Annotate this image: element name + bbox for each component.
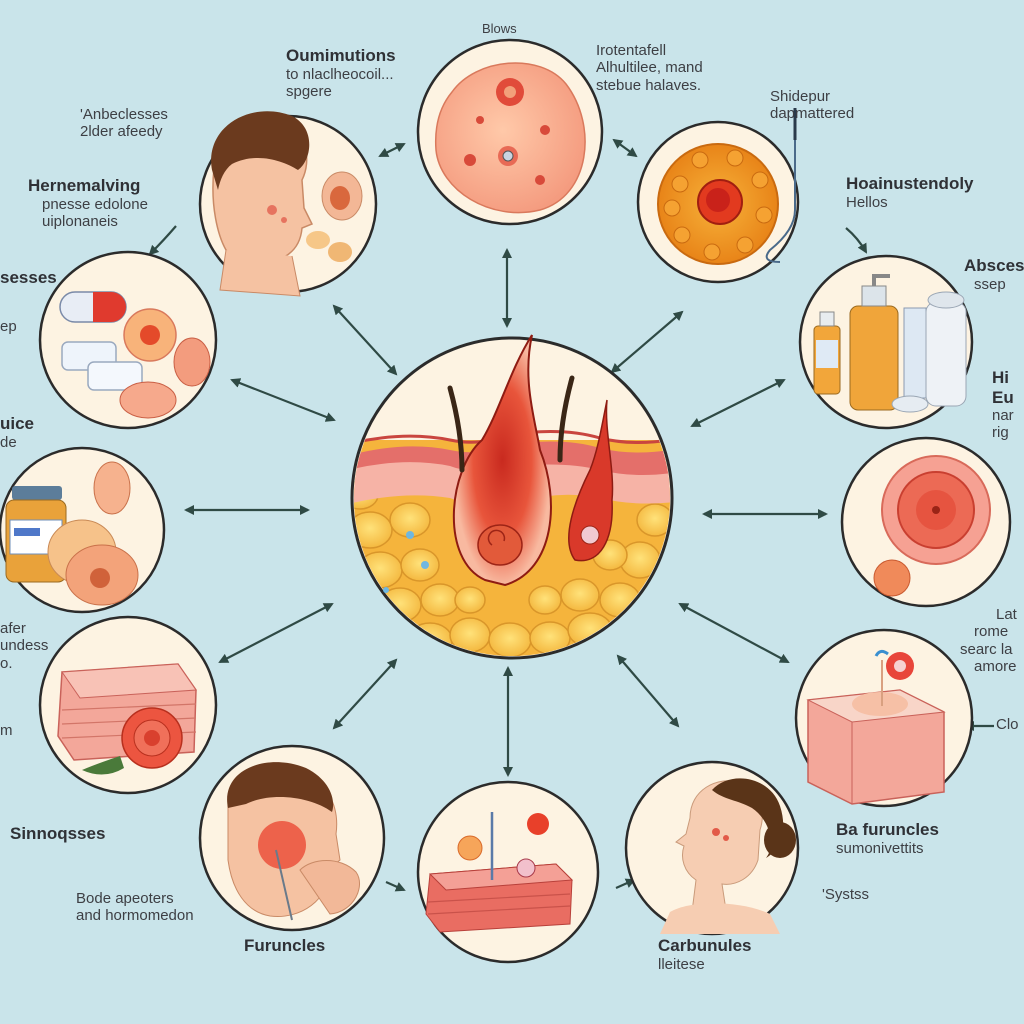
- circle-right-bottles: [798, 254, 974, 430]
- arrow-curve-tl: [378, 143, 406, 157]
- circle-left-pills: [38, 250, 218, 430]
- circle-left-bottle: [0, 446, 166, 614]
- label-bottom-right: Ba furuncles sumonivettits: [836, 820, 939, 857]
- small-follicle: [568, 399, 614, 562]
- label-bottom-left-desc: Bode apeoters and hormomedon: [76, 890, 194, 925]
- hair-shaft-left: [447, 385, 465, 473]
- circle-top-right-boil: [636, 108, 800, 284]
- arrow-top-left: [332, 304, 398, 376]
- label-right-c: Hi Eu nar rig: [992, 368, 1014, 442]
- label-bottom-left-title: Sinnoqsses: [10, 824, 106, 843]
- label-right-d: Lat rome searc la amore: [960, 606, 1017, 675]
- label-right-b: Absces ssep: [964, 256, 1024, 293]
- arrow-bottom-small-l: [385, 880, 406, 892]
- arrow-top-right: [610, 310, 684, 374]
- label-left-f: m: [0, 722, 13, 739]
- label-left-d: uice de: [0, 414, 35, 451]
- center-skin-cross-section: [350, 334, 674, 660]
- infected-follicle: [452, 334, 552, 587]
- label-left-e: afer undess o.: [0, 620, 49, 672]
- label-top-right-side: Shidepur dapmattered: [770, 88, 855, 123]
- arrow-curve-tr: [612, 138, 638, 158]
- needle-icon: [765, 108, 796, 263]
- label-bottom-right-small: 'Systss: [822, 886, 870, 903]
- circle-right-lower-cube: [794, 628, 974, 808]
- circle-top-left-person: [198, 111, 378, 297]
- connector-arrows: [148, 138, 994, 892]
- label-top-right-upper: Irotentafell Alhultilee, mand stebue hal…: [596, 42, 703, 94]
- arrow-right-lower: [678, 603, 790, 663]
- arrow-curve-left-top: [148, 225, 177, 256]
- arrow-left-upper: [230, 378, 336, 422]
- label-bottom-furuncles: Furuncles: [244, 936, 326, 955]
- label-left-b: Hernemalving pnesse edolone uiplonaneis: [28, 176, 148, 230]
- label-bottom-carbunules: Carbunules lleitese: [658, 936, 752, 973]
- circle-bottom-left-man: [198, 744, 386, 932]
- circle-right-boil-disc: [840, 436, 1012, 608]
- arrow-left-lower: [218, 603, 334, 663]
- arrow-bottom-small-r: [615, 878, 636, 890]
- circle-bottom-center-tissue: [416, 780, 600, 964]
- label-right-a: Hoainustendoly Hellos: [846, 174, 974, 211]
- arrow-bottom-left: [332, 658, 398, 730]
- hair-shaft-right: [557, 375, 575, 463]
- circle-top-pimple-skin: [416, 38, 604, 226]
- arrow-bottom-right: [616, 654, 680, 728]
- arrow-right-upper: [690, 379, 786, 427]
- label-top-center: Blows: [482, 21, 517, 36]
- label-right-e: Clo: [996, 716, 1019, 733]
- label-left-a: 'Anbeclesses 2lder afeedy: [80, 106, 168, 141]
- circle-left-lower-block: [38, 615, 218, 795]
- circle-bottom-right-woman: [624, 760, 800, 936]
- arrow-curve-right-top: [845, 227, 867, 254]
- label-left-c: sesses ep: [0, 268, 57, 335]
- label-top-left-upper: Oumimutions to nlaclheocoil... spgere: [286, 46, 396, 100]
